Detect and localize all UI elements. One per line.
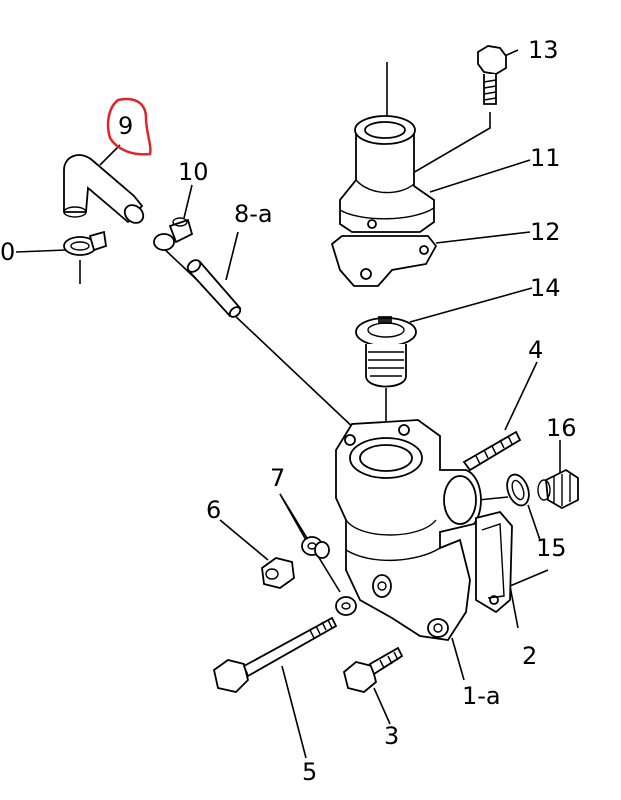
plug-16: [537, 468, 579, 510]
clamp-10-left: [63, 230, 107, 256]
label-16: 16: [546, 414, 577, 442]
label-14: 14: [530, 274, 561, 302]
label-5: 5: [302, 758, 317, 786]
callout-labels: 13 11 12 14 4 16 15 2 1-a 3 5 6 7 8-a 10…: [0, 36, 577, 786]
bolt-13: [477, 45, 507, 105]
thermostat-14: [355, 316, 417, 388]
label-15: 15: [536, 534, 567, 562]
label-13: 13: [528, 36, 559, 64]
stud-4: [462, 430, 522, 472]
label-10: 10: [178, 158, 209, 186]
bolt-5: [212, 616, 338, 693]
leader-lines: [15, 49, 561, 759]
clamp-10-right: [153, 217, 194, 251]
gasket-12: [330, 235, 438, 287]
label-2: 2: [522, 642, 537, 670]
label-6: 6: [206, 496, 221, 524]
label-7: 7: [270, 464, 285, 492]
label-8a: 8-a: [234, 200, 273, 228]
label-12: 12: [530, 218, 561, 246]
o-ring-15: [506, 473, 530, 507]
label-1a: 1-a: [462, 682, 501, 710]
gasket-2: [475, 510, 513, 614]
label-4: 4: [528, 336, 543, 364]
washers-7: [301, 536, 357, 616]
thermostat-cover-11: [339, 115, 435, 233]
nut-6: [261, 557, 295, 589]
bolt-3: [342, 646, 404, 693]
highlight-circle: [106, 97, 152, 156]
label-3: 3: [384, 722, 399, 750]
fitting-8a: [186, 259, 242, 318]
label-10-cut: 0: [0, 238, 15, 266]
label-9: 9: [118, 112, 133, 140]
hose-9: [63, 154, 145, 224]
thermostat-housing-1a: [335, 419, 482, 641]
label-11: 11: [530, 144, 561, 172]
